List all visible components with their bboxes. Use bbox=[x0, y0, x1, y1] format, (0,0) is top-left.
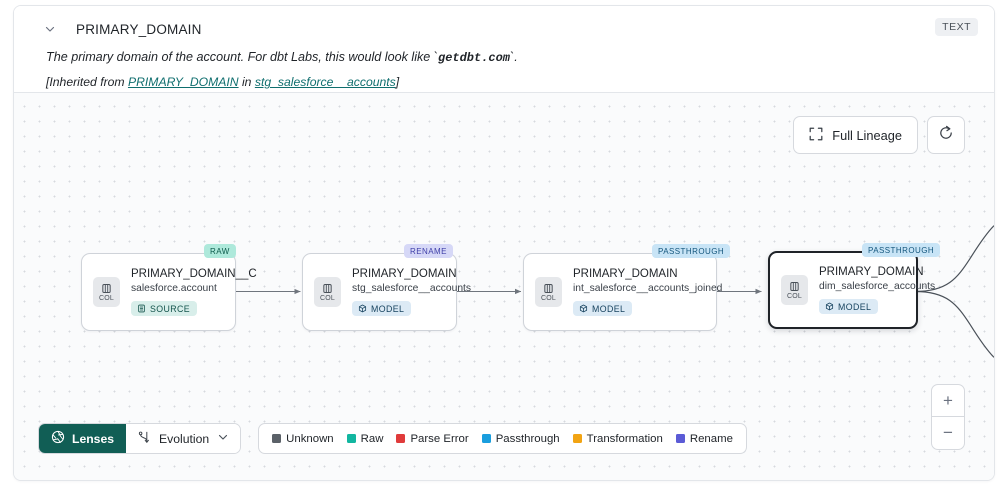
node-tag: PASSTHROUGH bbox=[652, 244, 731, 258]
legend-swatch bbox=[346, 434, 356, 443]
zoom-in-button[interactable]: + bbox=[932, 385, 964, 417]
cube-icon bbox=[579, 305, 588, 313]
inherited-mid: in bbox=[238, 75, 255, 90]
full-lineage-label: Full Lineage bbox=[832, 127, 902, 143]
node-subtitle: stg_salesforce__accounts bbox=[352, 283, 472, 295]
col-chip: COL bbox=[93, 277, 120, 307]
legend-swatch bbox=[396, 434, 406, 443]
refresh-icon bbox=[938, 125, 954, 146]
header-title-row: PRIMARY_DOMAIN bbox=[30, 18, 978, 40]
lineage-node-selected[interactable]: PASSTHROUGH COL PRIMARY_DOMAIN dim_sales… bbox=[768, 243, 941, 329]
legend-item: Unknown bbox=[272, 433, 334, 445]
node-subtitle: salesforce.account bbox=[131, 283, 217, 295]
node-title: PRIMARY_DOMAIN__C bbox=[131, 267, 257, 280]
node-type-label: MODEL bbox=[371, 303, 405, 314]
zoom-controls: + − bbox=[931, 384, 965, 450]
full-lineage-button[interactable]: Full Lineage bbox=[793, 116, 918, 154]
node-type-label: MODEL bbox=[838, 301, 872, 312]
node-type-chip: MODEL bbox=[573, 301, 633, 317]
zoom-out-button[interactable]: − bbox=[943, 423, 953, 442]
evolution-dropdown[interactable]: Evolution bbox=[126, 424, 241, 453]
node-body: PRIMARY_DOMAIN__C salesforce.account SOU… bbox=[131, 268, 257, 317]
column-icon bbox=[323, 283, 332, 293]
canvas-toolbar: Lenses Evolution bbox=[38, 423, 747, 454]
lenses-button[interactable]: Lenses bbox=[39, 424, 127, 453]
col-chip: COL bbox=[535, 277, 562, 307]
node-type-label: SOURCE bbox=[150, 303, 191, 314]
legend-swatch bbox=[572, 434, 582, 443]
inherited-prefix: [Inherited from bbox=[46, 75, 128, 90]
refresh-button[interactable] bbox=[927, 116, 965, 154]
node-subtitle: int_salesforce__accounts_joined bbox=[573, 283, 723, 295]
column-icon bbox=[544, 283, 553, 293]
node-type-chip: SOURCE bbox=[131, 301, 198, 317]
legend-swatch bbox=[272, 434, 282, 443]
lenses-segment: Lenses Evolution bbox=[38, 423, 242, 454]
legend-label: Rename bbox=[689, 432, 733, 445]
cube-icon bbox=[825, 303, 834, 311]
col-chip: COL bbox=[314, 277, 341, 307]
column-icon bbox=[102, 283, 111, 293]
legend-label: Raw bbox=[360, 432, 384, 445]
type-badge: TEXT bbox=[935, 18, 978, 36]
node-type-chip: MODEL bbox=[819, 299, 879, 315]
evolution-label: Evolution bbox=[159, 431, 210, 446]
card-header: PRIMARY_DOMAIN TEXT The primary domain o… bbox=[14, 6, 994, 92]
node-type-label: MODEL bbox=[592, 303, 626, 314]
legend-item: Raw bbox=[346, 432, 384, 445]
column-detail-card: PRIMARY_DOMAIN TEXT The primary domain o… bbox=[13, 5, 995, 481]
node-tag: RAW bbox=[204, 244, 236, 258]
inherited-column-link[interactable]: PRIMARY_DOMAIN bbox=[127, 75, 239, 90]
lineage-canvas[interactable]: RAW COL PRIMARY_DOMAIN__C salesforce.acc… bbox=[14, 92, 994, 480]
node-type-chip: MODEL bbox=[352, 301, 412, 317]
aperture-icon bbox=[51, 430, 65, 447]
column-icon bbox=[790, 281, 799, 291]
lineage-node[interactable]: PASSTHROUGH COL PRIMARY_DOMAIN int_sales… bbox=[523, 244, 731, 331]
node-body: PRIMARY_DOMAIN dim_salesforce_accounts M… bbox=[819, 266, 935, 315]
legend-swatch bbox=[675, 434, 685, 443]
legend-item: Rename bbox=[675, 432, 733, 445]
node-body: PRIMARY_DOMAIN int_salesforce__accounts_… bbox=[573, 268, 722, 317]
description-code: getdbt.com bbox=[438, 51, 511, 65]
node-title: PRIMARY_DOMAIN bbox=[573, 267, 678, 280]
col-chip-label: COL bbox=[99, 294, 114, 302]
legend-swatch bbox=[481, 434, 491, 443]
lineage-node[interactable]: RENAME COL PRIMARY_DOMAIN stg_salesforce… bbox=[302, 244, 471, 331]
legend-item: Parse Error bbox=[396, 432, 469, 445]
page-title: PRIMARY_DOMAIN bbox=[76, 21, 202, 37]
canvas-controls: Full Lineage bbox=[793, 116, 965, 154]
legend-label: Passthrough bbox=[495, 432, 560, 445]
inherited-note: [Inherited from PRIMARY_DOMAIN in stg_sa… bbox=[46, 75, 978, 89]
expand-icon bbox=[809, 127, 823, 144]
node-tag: RENAME bbox=[404, 244, 453, 258]
lineage-node[interactable]: RAW COL PRIMARY_DOMAIN__C salesforce.acc… bbox=[81, 244, 257, 331]
chevron-down-icon[interactable] bbox=[42, 21, 58, 37]
legend-label: Transformation bbox=[586, 432, 663, 445]
evolution-icon bbox=[137, 430, 151, 448]
node-subtitle: dim_salesforce_accounts bbox=[819, 281, 936, 293]
node-tag: PASSTHROUGH bbox=[862, 243, 941, 257]
inherited-suffix: ] bbox=[395, 75, 400, 90]
database-icon bbox=[138, 305, 145, 313]
col-chip-label: COL bbox=[320, 294, 335, 302]
column-description: The primary domain of the account. For d… bbox=[46, 49, 978, 66]
legend-label: Parse Error bbox=[410, 432, 469, 445]
description-prefix: The primary domain of the account. For d… bbox=[46, 50, 438, 64]
col-chip-label: COL bbox=[787, 292, 802, 300]
description-suffix: `. bbox=[510, 50, 518, 64]
col-chip-label: COL bbox=[541, 294, 556, 302]
inherited-model-link[interactable]: stg_salesforce__accounts bbox=[254, 75, 396, 90]
node-title: PRIMARY_DOMAIN bbox=[352, 267, 457, 280]
legend-item: Passthrough bbox=[481, 432, 560, 445]
chevron-down-icon bbox=[217, 431, 229, 446]
cube-icon bbox=[358, 305, 367, 313]
legend-label: Unknown bbox=[286, 432, 334, 445]
node-title: PRIMARY_DOMAIN bbox=[819, 265, 924, 278]
node-body: PRIMARY_DOMAIN stg_salesforce__accounts … bbox=[352, 268, 471, 317]
lenses-label: Lenses bbox=[72, 431, 115, 446]
col-chip: COL bbox=[781, 275, 808, 305]
legend-item: Transformation bbox=[572, 432, 663, 445]
legend: Unknown Raw Parse Error Passthrough bbox=[258, 423, 747, 454]
